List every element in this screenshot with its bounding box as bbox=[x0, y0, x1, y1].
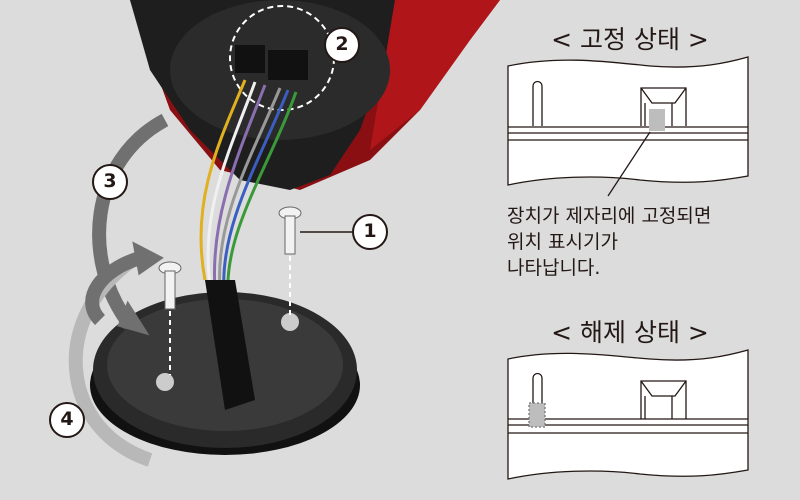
step-badge-4 bbox=[49, 402, 85, 438]
rotation-arrows bbox=[68, 113, 169, 467]
locked-detail bbox=[507, 56, 749, 197]
tower-unit bbox=[130, 0, 500, 190]
base-plate bbox=[90, 280, 360, 455]
note-line: 장치가 제자리에 고정되면 bbox=[507, 205, 712, 227]
screws bbox=[158, 206, 302, 310]
step-4-label: 4 bbox=[60, 408, 74, 430]
step-badge-1 bbox=[352, 214, 388, 250]
released-state-title: < 해제 상태 > bbox=[551, 318, 709, 347]
wires bbox=[199, 79, 298, 293]
step-3-label: 3 bbox=[103, 170, 117, 192]
locked-state-title: < 고정 상태 > bbox=[551, 25, 709, 54]
released-detail bbox=[507, 349, 749, 480]
step-badge-3 bbox=[92, 164, 128, 200]
note-line: 나타납니다. bbox=[507, 257, 601, 279]
locked-note: 장치가 제자리에 고정되면 위치 표시기가 나타납니다. bbox=[507, 203, 711, 281]
step-2-label: 2 bbox=[335, 33, 349, 55]
step-badge-2 bbox=[324, 27, 360, 63]
note-line: 위치 표시기가 bbox=[507, 231, 618, 253]
step-1-label: 1 bbox=[363, 220, 377, 242]
